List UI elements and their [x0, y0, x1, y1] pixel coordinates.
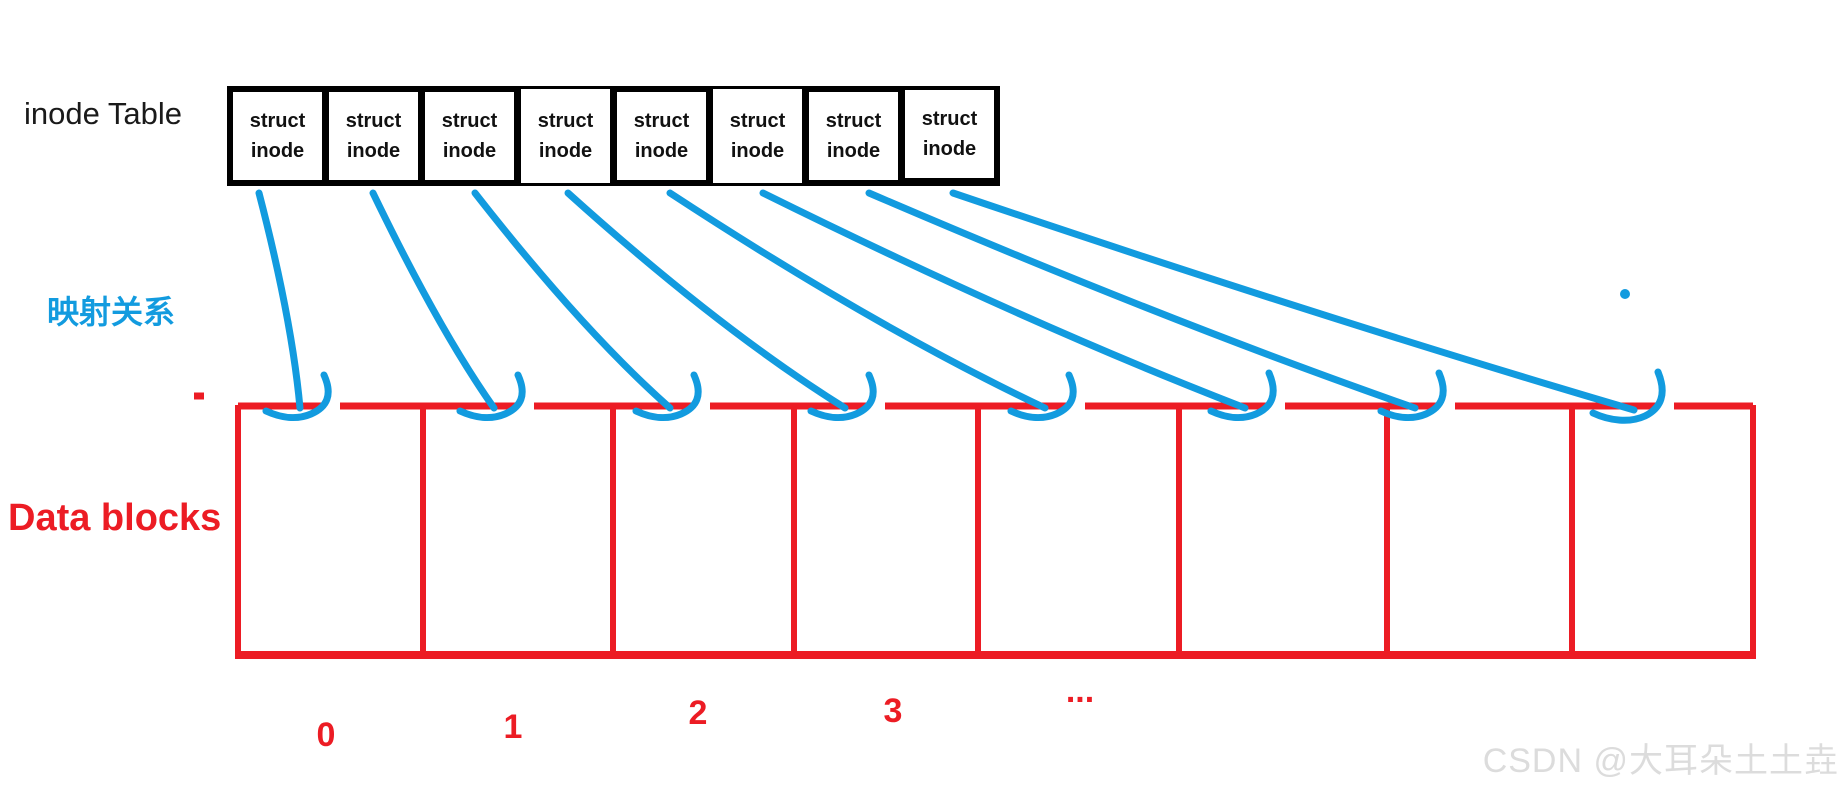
data-blocks-row: [194, 392, 1756, 659]
mapping-arrow-2-head: [632, 371, 702, 422]
inode-cell-5: struct inode: [713, 89, 802, 183]
block-index-label-2: 2: [688, 694, 708, 732]
inode-cell-line: struct: [729, 110, 786, 132]
stray-blue-dot: [1620, 289, 1630, 299]
inode-cell-line: inode: [442, 140, 497, 162]
mapping-arrow-7-head: [1589, 368, 1666, 424]
inode-cell-6: struct inode: [809, 92, 898, 180]
watermark: CSDN @大耳朵土土垚: [1482, 742, 1839, 780]
inode-cell-1: struct inode: [329, 92, 418, 180]
mapping-arrow-5: [759, 189, 1249, 412]
block-index-label-1: 1: [503, 708, 523, 746]
mapping-arrow-3-head: [807, 371, 877, 422]
inode-cell-line: struct: [441, 110, 498, 132]
mapping-arrow-6-head: [1377, 369, 1447, 422]
mapping-arrow-4-head: [1007, 371, 1077, 422]
mapping-arrow-7: [949, 189, 1638, 414]
inode-cell-line: inode: [922, 138, 977, 160]
mapping-arrow-6: [865, 189, 1419, 412]
mapping-arrow-3: [564, 189, 849, 412]
inode-cell-line: struct: [633, 110, 690, 132]
mapping-arrow-1: [369, 189, 498, 412]
mapping-arrow-5-head: [1207, 369, 1277, 422]
inode-cell-0: struct inode: [233, 92, 322, 180]
inode-cell-line: inode: [730, 140, 785, 162]
mapping-arrow-4: [666, 189, 1049, 412]
inode-table: struct inode struct inode struct inode s…: [227, 86, 1000, 186]
inode-cell-7: struct inode: [905, 90, 994, 178]
inode-cell-line: inode: [826, 140, 881, 162]
inode-cell-2: struct inode: [425, 92, 514, 180]
data-block-dividers: [420, 406, 1575, 655]
block-index-label-ellipsis: ...: [1065, 672, 1095, 710]
inode-cell-line: struct: [921, 108, 978, 130]
inode-cell-4: struct inode: [617, 92, 706, 180]
mapping-arrows: [255, 189, 1666, 424]
mapping-arrow-0-head: [262, 371, 332, 422]
mapping-relationship-label: 映射关系: [47, 294, 176, 330]
inode-table-label: inode Table: [24, 96, 183, 131]
mapping-arrow-0: [255, 189, 304, 412]
inode-cell-line: struct: [249, 110, 306, 132]
inode-cell-line: inode: [634, 140, 689, 162]
block-index-label-0: 0: [316, 716, 336, 754]
inode-cell-line: struct: [345, 110, 402, 132]
inode-cell-line: struct: [537, 110, 594, 132]
inode-cell-line: inode: [538, 140, 593, 162]
inode-cell-3: struct inode: [521, 89, 610, 183]
data-blocks-label: Data blocks: [8, 497, 222, 539]
inode-cell-line: inode: [346, 140, 401, 162]
block-index-label-3: 3: [883, 692, 903, 730]
mapping-arrow-1-head: [456, 371, 526, 422]
inode-cell-line: inode: [250, 140, 305, 162]
inode-cell-line: struct: [825, 110, 882, 132]
mapping-arrow-2: [471, 189, 674, 412]
